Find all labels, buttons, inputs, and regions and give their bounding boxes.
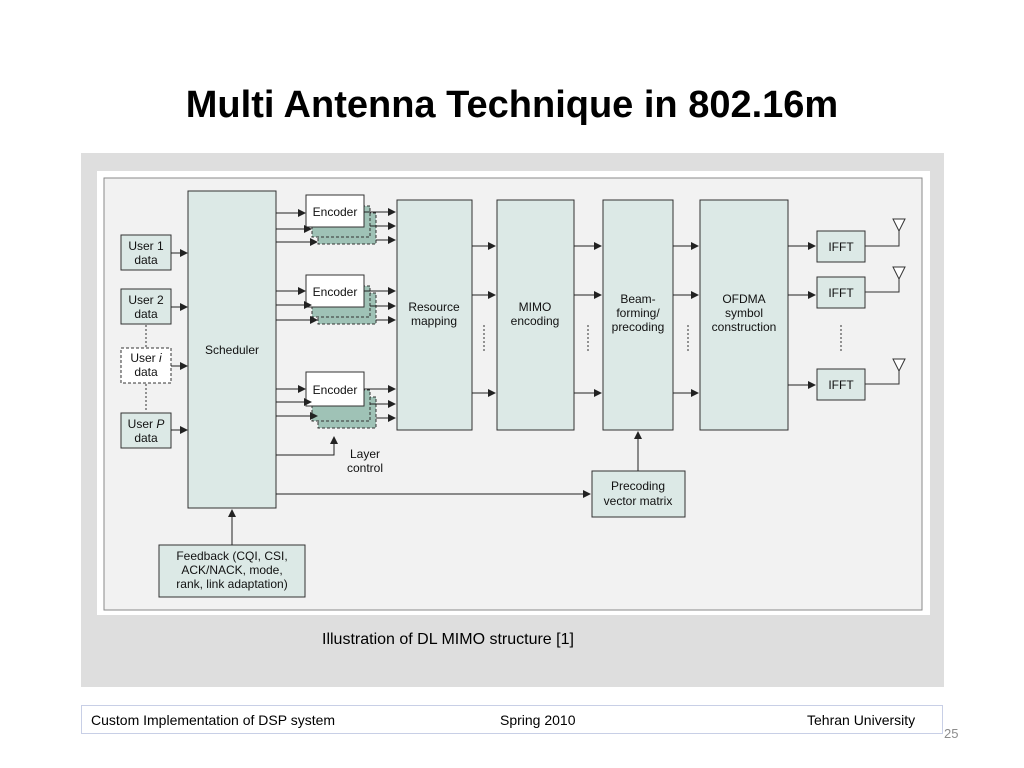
encoder-group-1: Encoder <box>305 194 377 245</box>
layer-control-label-2: control <box>347 461 383 475</box>
encoder-1-label: Encoder <box>313 205 358 219</box>
scheduler-label: Scheduler <box>205 343 259 357</box>
feedback-label-1: Feedback (CQI, CSI, <box>176 549 287 563</box>
antenna-1-icon <box>892 218 906 233</box>
user-2-data-label: data <box>134 307 158 321</box>
mimo-encoding-label-2: encoding <box>511 314 560 328</box>
user-i-data-label: data <box>134 365 158 379</box>
user-i-label: User i <box>130 351 162 365</box>
footer-bar <box>81 705 943 734</box>
footer-left-text: Custom Implementation of DSP system <box>91 712 336 728</box>
mimo-encoding-block: MIMO encoding <box>496 199 575 431</box>
antenna-3-icon <box>892 358 906 373</box>
encoder-group-3: Encoder <box>305 371 377 429</box>
precoding-matrix-label-2: vector matrix <box>604 494 673 508</box>
feedback-block: Feedback (CQI, CSI, ACK/NACK, mode, rank… <box>158 544 306 598</box>
footer-center-text: Spring 2010 <box>500 712 576 728</box>
layer-control-arrow <box>276 436 338 456</box>
feedback-label-2: ACK/NACK, mode, <box>181 563 282 577</box>
ifft-1-label: IFFT <box>828 240 854 254</box>
encoder-2-label: Encoder <box>313 285 358 299</box>
resource-mapping-label-1: Resource <box>408 300 460 314</box>
ifft-block-1: IFFT <box>816 230 866 263</box>
user-p-data-label: data <box>134 431 158 445</box>
mimo-encoding-label-1: MIMO <box>519 300 552 314</box>
encoder-3-label: Encoder <box>313 383 358 397</box>
user-1-box: User 1 data <box>120 234 172 271</box>
antenna-2-icon <box>892 266 906 281</box>
user-p-box: User P data <box>120 412 172 449</box>
precoding-matrix-label-1: Precoding <box>611 479 665 493</box>
scheduler-block: Scheduler <box>187 190 277 509</box>
user-2-box: User 2 data <box>120 288 172 325</box>
resource-mapping-label-2: mapping <box>411 314 457 328</box>
beamforming-label-2: forming/ <box>616 306 660 320</box>
slide-title: Multi Antenna Technique in 802.16m <box>185 84 839 126</box>
user-i-box: User i data <box>120 347 172 384</box>
beamforming-label-3: precoding <box>612 320 665 334</box>
precoding-matrix-block: Precoding vector matrix <box>591 470 686 518</box>
feedback-label-3: rank, link adaptation) <box>176 577 287 591</box>
ifft-block-3: IFFT <box>816 368 866 401</box>
ofdma-label-2: symbol <box>725 306 763 320</box>
dl-mimo-diagram: User 1 data User 2 data User i data User… <box>97 171 930 615</box>
resource-mapping-block: Resource mapping <box>396 199 473 431</box>
figure-panel: User 1 data User 2 data User i data User… <box>81 153 944 687</box>
ofdma-block: OFDMA symbol construction <box>699 199 789 431</box>
footer-right-text: Tehran University <box>807 712 916 728</box>
ofdma-label-1: OFDMA <box>722 292 765 306</box>
beamforming-block: Beam- forming/ precoding <box>602 199 674 431</box>
ifft-2-label: IFFT <box>828 286 854 300</box>
ifft-3-label: IFFT <box>828 378 854 392</box>
slide-number: 25 <box>944 726 959 741</box>
beamforming-label-1: Beam- <box>620 292 655 306</box>
encoder-group-2: Encoder <box>305 274 377 325</box>
user-p-label: User P <box>128 417 165 431</box>
user-2-label: User 2 <box>128 293 164 307</box>
ofdma-label-3: construction <box>712 320 777 334</box>
layer-control-label-1: Layer <box>350 447 380 461</box>
figure-caption: Illustration of DL MIMO structure [1] <box>322 631 574 648</box>
user-1-label: User 1 <box>128 239 164 253</box>
user-1-data-label: data <box>134 253 158 267</box>
ifft-block-2: IFFT <box>816 276 866 309</box>
